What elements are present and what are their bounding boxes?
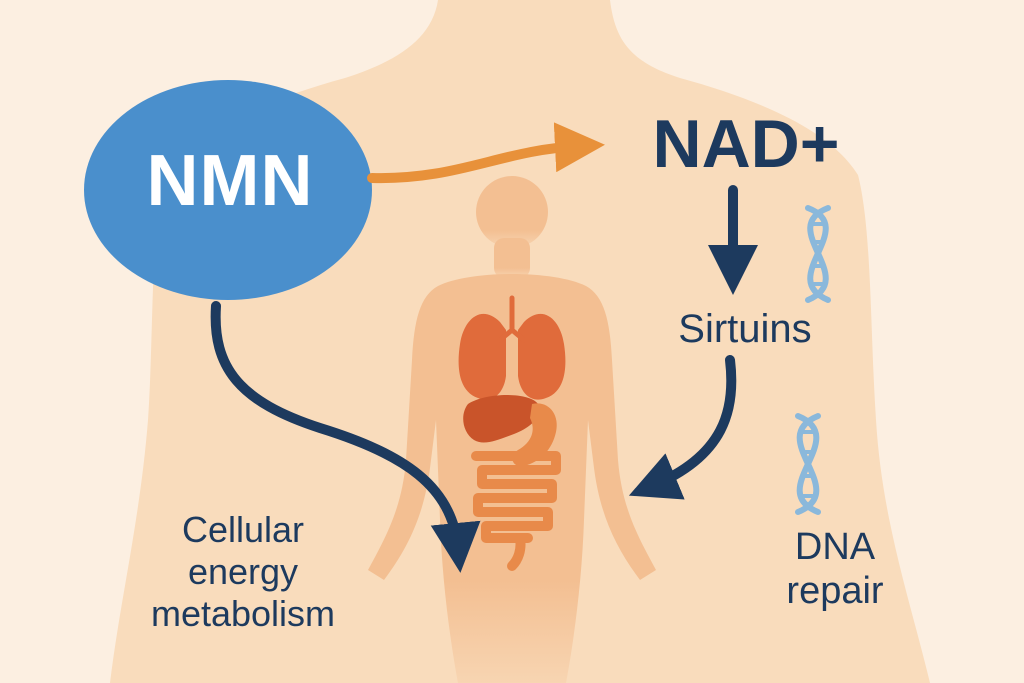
stomach-icon xyxy=(512,403,557,467)
lungs-icon xyxy=(458,295,566,400)
intestines-icon xyxy=(471,451,561,543)
nmn-node-circle xyxy=(84,80,372,300)
dna-helix-icon xyxy=(805,205,831,303)
dna-repair-line: repair xyxy=(786,569,884,612)
dna-repair-line: DNA xyxy=(794,526,876,568)
nmn-to-cellular-arrow xyxy=(210,301,481,573)
nmn-to-nad-arrow xyxy=(367,122,605,184)
liver-icon xyxy=(463,395,540,443)
cellular-energy-line: metabolism xyxy=(150,593,336,635)
sirtuins-label: Sirtuins xyxy=(678,307,812,351)
cellular-energy-line: energy xyxy=(187,551,299,593)
cellular-energy-label: Cellular energy metabolism xyxy=(118,509,368,635)
dna-repair-label: DNA repair xyxy=(750,526,920,613)
cellular-energy-line: Cellular xyxy=(181,509,305,550)
sirtuins-to-body-arrow xyxy=(628,355,737,500)
nmn-label: NMN xyxy=(146,141,314,221)
nad-label: NAD+ xyxy=(652,106,840,182)
human-body-icon xyxy=(368,176,656,683)
dna-helix-icon xyxy=(795,413,821,515)
